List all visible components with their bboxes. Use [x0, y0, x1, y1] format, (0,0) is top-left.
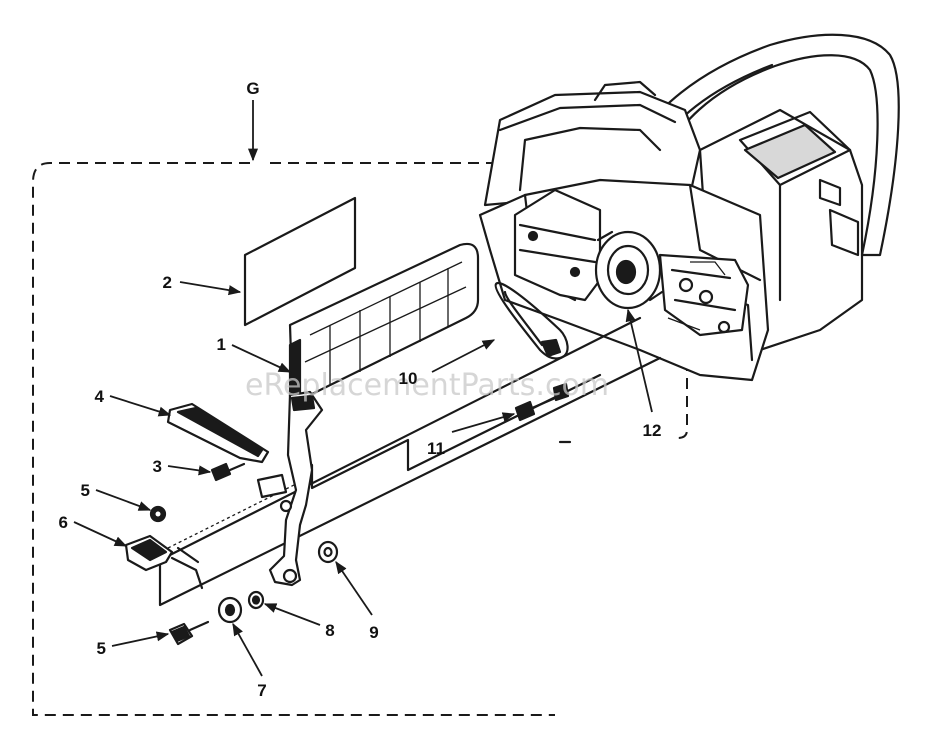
leader-7	[232, 622, 263, 677]
callout-numbers: 2 1 4 3 5 6 5 7 8 9 10 11 12	[59, 273, 662, 700]
part-9-flat-washer	[317, 540, 339, 564]
callout-8: 8	[325, 621, 334, 640]
callout-11: 11	[427, 439, 445, 458]
part-3-screw	[210, 462, 246, 482]
part-11-bolt	[514, 382, 570, 422]
part-6-adjuster	[124, 534, 204, 590]
leader-5b	[111, 631, 170, 647]
part-4-tensioner-bar	[166, 402, 270, 464]
leader-12	[625, 308, 653, 413]
part-8-lock-washer	[247, 590, 265, 610]
callout-5-upper: 5	[81, 481, 90, 500]
callout-1: 1	[217, 335, 226, 354]
view-g-label: G	[246, 79, 259, 98]
leader-10	[431, 339, 496, 373]
callout-10: 10	[399, 369, 418, 388]
leader-9	[335, 560, 373, 616]
callout-5-lower: 5	[97, 639, 106, 658]
view-g-indicator: G	[246, 79, 260, 162]
part-10-chain	[494, 281, 569, 360]
leader-2	[179, 281, 242, 296]
callout-2: 2	[163, 273, 172, 292]
leader-8	[263, 603, 321, 626]
leader-4	[109, 395, 172, 417]
watermark-text: eReplacementParts.com	[245, 368, 609, 403]
leader-6	[73, 521, 128, 547]
part-2-decal	[243, 196, 357, 327]
guide-bar	[158, 316, 662, 607]
callout-4: 4	[95, 387, 105, 406]
callout-6: 6	[59, 513, 68, 532]
leader-5a	[95, 489, 152, 511]
callout-12: 12	[643, 421, 662, 440]
chainsaw-powerhead	[478, 33, 900, 382]
callout-9: 9	[369, 623, 378, 642]
callout-7: 7	[257, 681, 266, 700]
part-5-bolt-lower	[168, 620, 210, 646]
part-1-guard-plate	[256, 242, 480, 587]
leader-11	[451, 412, 516, 433]
leader-1	[231, 344, 292, 373]
part-5-nut-upper	[149, 505, 167, 523]
leader-3	[167, 465, 212, 476]
callout-3: 3	[153, 457, 162, 476]
part-7-washer	[217, 596, 243, 624]
callout-leaders	[73, 281, 653, 677]
